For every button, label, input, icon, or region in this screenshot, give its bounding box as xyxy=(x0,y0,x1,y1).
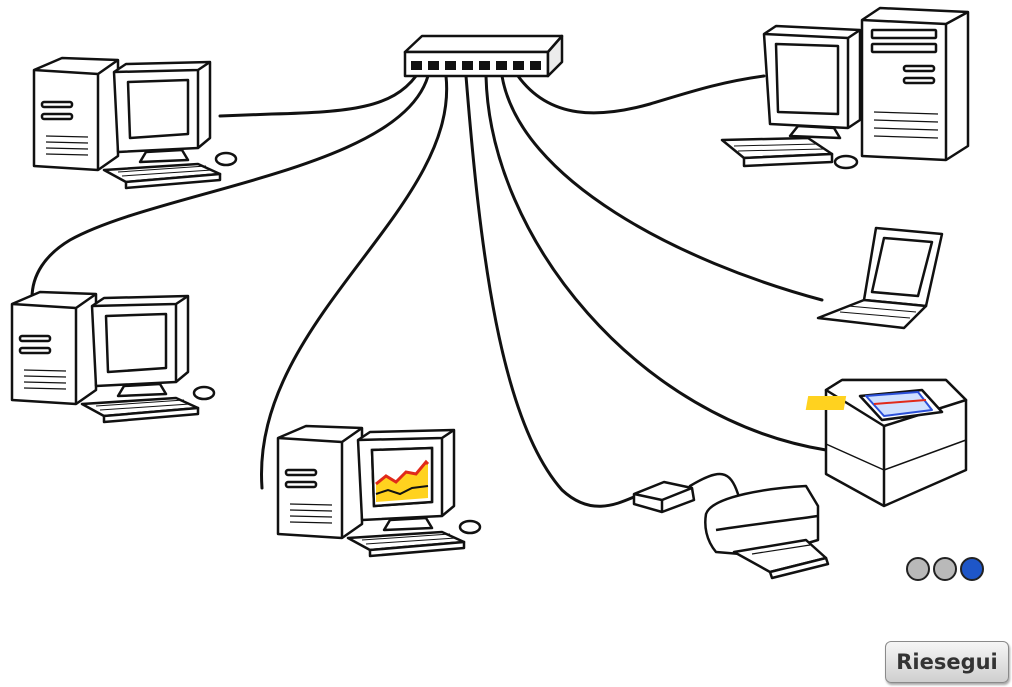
laptop xyxy=(816,226,944,330)
network-cables xyxy=(30,74,828,508)
cable-print-server xyxy=(464,74,636,508)
desktop-pc-middle-left xyxy=(10,290,216,424)
cable-laptop xyxy=(500,74,824,302)
cable-middle-left-pc xyxy=(30,74,430,300)
cable-network-printer xyxy=(484,74,828,452)
cable-chart-pc xyxy=(260,74,449,490)
screen-chart xyxy=(370,446,434,508)
pager-dot-2[interactable] xyxy=(933,557,957,581)
print-server xyxy=(632,480,696,514)
desktop-pc-top-left xyxy=(32,56,238,190)
desktop-pc-top-right xyxy=(720,6,970,170)
network-switch xyxy=(403,34,564,78)
slide-pager xyxy=(904,554,988,584)
replay-button[interactable]: Riesegui xyxy=(885,641,1009,683)
cable-top-right-pc xyxy=(516,74,766,115)
pager-dot-3-active[interactable] xyxy=(960,557,984,581)
cable-printer-usb xyxy=(688,472,740,496)
cable-top-left-pc xyxy=(218,74,418,118)
inkjet-printer xyxy=(704,484,830,580)
network-printer xyxy=(805,378,968,508)
pager-dot-1[interactable] xyxy=(906,557,930,581)
